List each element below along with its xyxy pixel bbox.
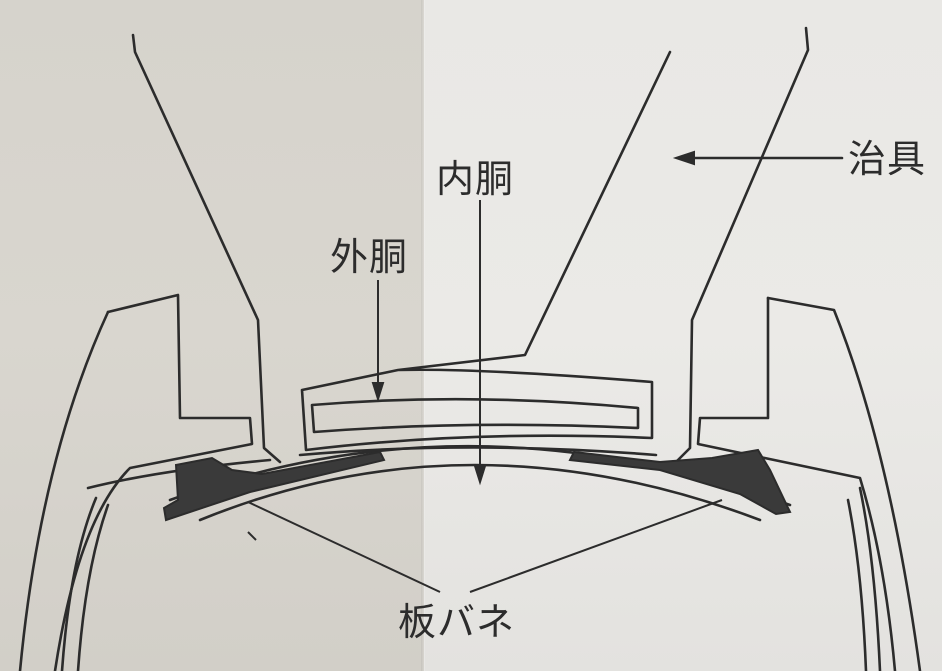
jig-arrowhead (672, 150, 695, 166)
paper-right-half (424, 0, 942, 671)
casing-inner-right-2 (858, 486, 882, 671)
inner-body-arrowhead (473, 465, 487, 486)
leaf-spring-left (162, 450, 386, 522)
paper-left-half (0, 0, 424, 671)
casing-inner-left-1 (86, 458, 272, 490)
casing-inner-right-3 (846, 498, 868, 671)
casing-flange-right (696, 296, 897, 671)
leaf-spring-right (568, 448, 792, 516)
casing-shell-left (18, 310, 110, 671)
inner-body-label: 内胴 (436, 157, 515, 201)
spring-leader-left (247, 501, 441, 593)
inner-body-block (300, 50, 672, 452)
inner-body-base (298, 446, 658, 457)
jig-arm-left (131, 33, 282, 464)
outer-body-label: 外胴 (330, 235, 409, 279)
jig-label: 治具 (848, 137, 927, 181)
jig-arm-right (674, 26, 810, 464)
spring-tick (247, 531, 257, 541)
inner-body-inset (310, 397, 640, 434)
paper-fold-line (421, 0, 425, 671)
casing-outer-left (53, 293, 254, 671)
casing-inner-left-3 (76, 503, 110, 671)
leaf-spring-label: 板バネ (398, 600, 516, 644)
spring-leader-right (469, 499, 723, 593)
casing-outer-right (766, 296, 922, 671)
casing-inner-left-2 (60, 496, 98, 671)
outer-body-arrowhead (371, 382, 385, 403)
